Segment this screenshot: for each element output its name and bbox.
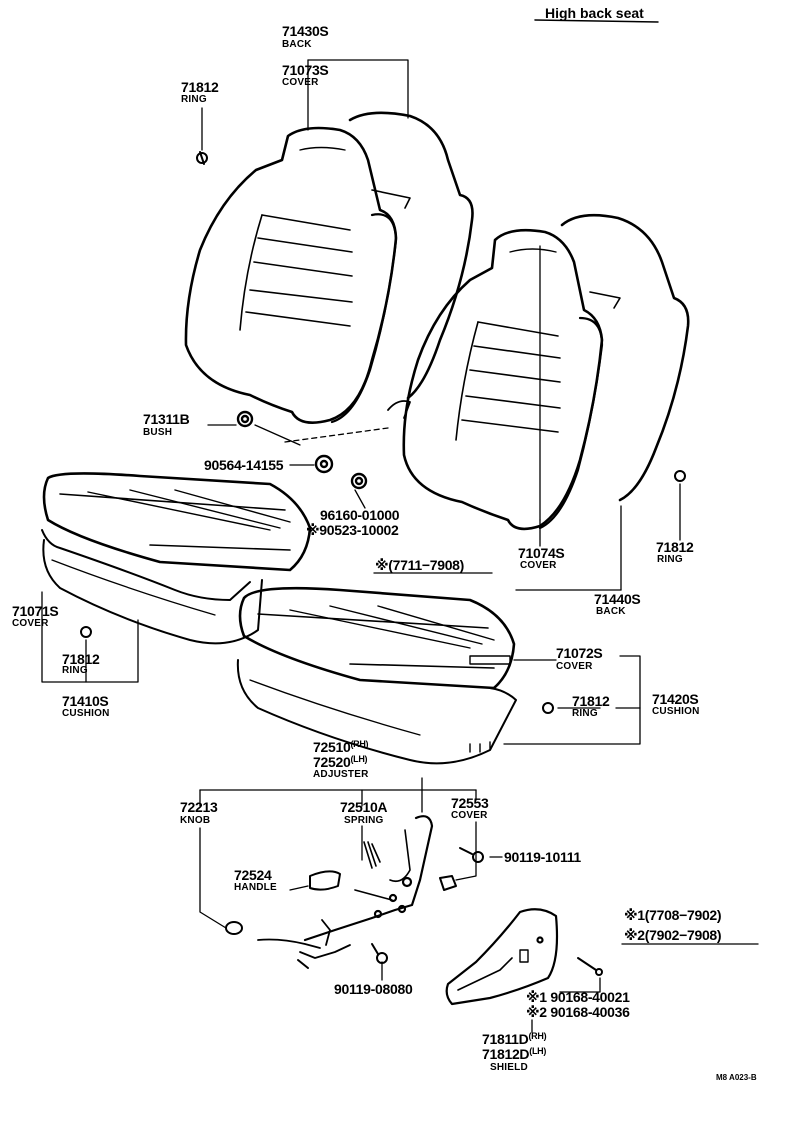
bolt-90119-10111 xyxy=(459,847,484,863)
label-71812D-suffix: (LH) xyxy=(529,1046,547,1056)
footer-code: M8 A023-B xyxy=(716,1073,757,1082)
label-72524-name: HANDLE xyxy=(234,882,277,893)
label-71812-top: 71812 xyxy=(181,79,219,95)
label-71420S-name: CUSHION xyxy=(652,706,700,717)
label-71420S: 71420S xyxy=(652,691,699,707)
label-72524: 72524 xyxy=(234,867,272,883)
label-71812-right: 71812 xyxy=(656,539,694,555)
label-71430S: 71430S xyxy=(282,23,329,39)
legend-line-2: ※2(7902−7908) xyxy=(624,927,722,943)
label-90168-40036: ※2 90168-40036 xyxy=(526,1004,630,1020)
label-71812-cushion: 71812 xyxy=(572,693,610,709)
cover-72553 xyxy=(439,875,457,891)
label-71811D-name: SHIELD xyxy=(490,1062,528,1073)
bolt-90119-08080 xyxy=(371,943,388,964)
label-71812D: 71812D(LH) xyxy=(482,1046,547,1062)
leader-lines xyxy=(41,59,759,1033)
knob-72213 xyxy=(225,921,243,935)
label-71811D-suffix: (RH) xyxy=(528,1031,547,1041)
label-72510-suffix: (RH) xyxy=(350,739,369,749)
shield-71811D xyxy=(445,908,559,1006)
ring-71812-cushion xyxy=(542,702,554,714)
label-72553-name: COVER xyxy=(451,810,488,821)
label-72213-name: KNOB xyxy=(180,815,211,826)
label-71071S: 71071S xyxy=(12,603,59,619)
label-71812-left-name: RING xyxy=(62,665,88,676)
label-71311B: 71311B xyxy=(143,411,190,427)
label-71430S-name: BACK xyxy=(282,39,312,50)
label-72213: 72213 xyxy=(180,799,218,815)
label-71074S-name: COVER xyxy=(520,560,557,571)
label-72520-suffix: (LH) xyxy=(350,754,368,764)
label-71072S-name: COVER xyxy=(556,661,593,672)
label-90168-40021: ※1 90168-40021 xyxy=(526,989,630,1005)
date-range-label: ※(7711−7908) xyxy=(375,557,465,573)
ring-71812-top xyxy=(196,151,208,165)
label-71074S: 71074S xyxy=(518,545,565,561)
label-71440S-name: BACK xyxy=(596,606,626,617)
label-71410S: 71410S xyxy=(62,693,109,709)
bush-71311B xyxy=(236,410,254,428)
label-72510A: 72510A xyxy=(340,799,388,815)
label-90564-14155: 90564-14155 xyxy=(204,457,284,473)
adjuster-assembly xyxy=(257,815,434,969)
label-71811D: 71811D(RH) xyxy=(482,1031,547,1047)
label-71812-left: 71812 xyxy=(62,651,100,667)
label-71072S: 71072S xyxy=(556,645,603,661)
label-71071S-name: COVER xyxy=(12,618,49,629)
seat-cushion-right xyxy=(236,586,517,765)
label-72510-name: ADJUSTER xyxy=(313,769,369,780)
ring-71812-left xyxy=(80,626,92,638)
seat-cushion-left xyxy=(41,472,312,645)
nut-90564 xyxy=(314,454,334,474)
label-71812D-number: 71812D xyxy=(482,1046,530,1062)
label-71073S-name: COVER xyxy=(282,77,319,88)
screw-90168 xyxy=(577,957,603,976)
handle-72524 xyxy=(309,870,341,891)
title-underline xyxy=(534,19,659,23)
label-72553: 72553 xyxy=(451,795,489,811)
label-90119-10111: 90119-10111 xyxy=(504,849,581,865)
label-72510A-name: SPRING xyxy=(344,815,384,826)
label-71812-right-name: RING xyxy=(657,554,683,565)
ring-71812-right xyxy=(674,470,686,482)
seat-back-left xyxy=(184,111,474,424)
label-71073S: 71073S xyxy=(282,62,329,78)
label-72510: 72510(RH) xyxy=(313,739,369,755)
label-71812-cushion-name: RING xyxy=(572,708,598,719)
label-90523-10002: ※90523-10002 xyxy=(306,522,399,538)
diagram-title: High back seat xyxy=(545,5,644,21)
seat-back-right xyxy=(402,213,690,531)
label-71410S-name: CUSHION xyxy=(62,708,110,719)
label-72510-number: 72510 xyxy=(313,739,351,755)
label-71812-top-name: RING xyxy=(181,94,207,105)
label-72520: 72520(LH) xyxy=(313,754,368,770)
label-71811D-number: 71811D xyxy=(482,1031,529,1047)
label-71440S: 71440S xyxy=(594,591,641,607)
label-71311B-name: BUSH xyxy=(143,427,173,438)
label-96160-01000: 96160-01000 xyxy=(320,507,400,523)
label-72520-number: 72520 xyxy=(313,754,351,770)
label-90119-08080: 90119-08080 xyxy=(334,981,413,997)
bush-96160 xyxy=(350,472,368,490)
legend-line-1: ※1(7708−7902) xyxy=(624,907,722,923)
